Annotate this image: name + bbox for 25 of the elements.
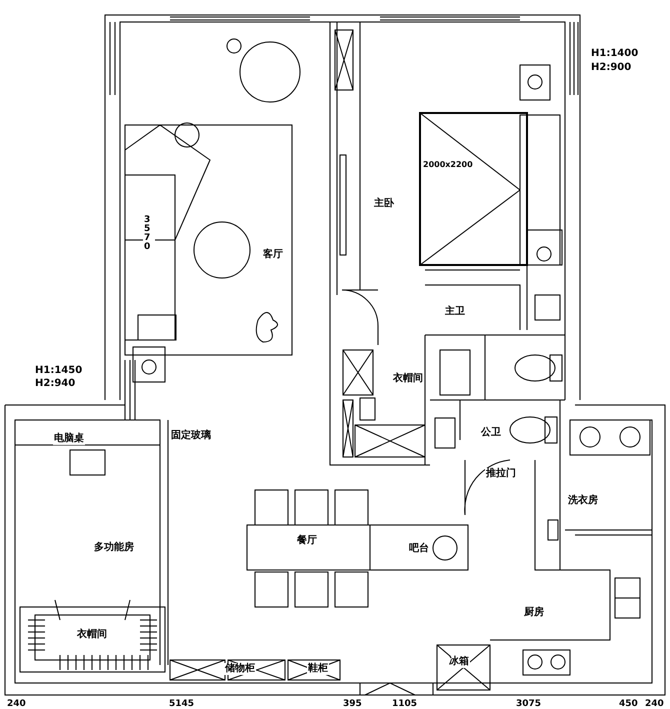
dimension-text: 2000x2200 bbox=[422, 160, 474, 170]
room-label: 餐厅 bbox=[296, 535, 318, 547]
room-label: 洗衣房 bbox=[567, 495, 599, 507]
room-label: 冰箱 bbox=[448, 656, 470, 668]
dimension-text: 395 bbox=[342, 699, 363, 709]
room-label: 储物柜 bbox=[224, 663, 256, 675]
room-label: 衣帽间 bbox=[76, 629, 108, 641]
room-label: 推拉门 bbox=[485, 468, 517, 480]
room-label: 主卧 bbox=[373, 198, 395, 210]
room-label: 公卫 bbox=[480, 427, 502, 439]
dimension-text: 240 bbox=[644, 699, 665, 709]
dimension-text: 450 bbox=[618, 699, 639, 709]
room-label: 厨房 bbox=[523, 607, 545, 619]
room-label: 电脑桌 bbox=[53, 433, 85, 445]
room-label: 吧台 bbox=[408, 543, 430, 555]
room-label: 主卫 bbox=[444, 306, 466, 318]
dimension-text: 3075 bbox=[515, 699, 542, 709]
dimension-text: 5145 bbox=[168, 699, 196, 709]
room-label: 鞋柜 bbox=[307, 663, 329, 675]
room-label: 多功能房 bbox=[93, 542, 135, 554]
room-label: 客厅 bbox=[262, 249, 284, 261]
room-label: 固定玻璃 bbox=[170, 430, 212, 442]
room-label: 衣帽间 bbox=[392, 373, 424, 385]
dimension-text: 1105 bbox=[391, 699, 418, 709]
dimension-text: 240 bbox=[6, 699, 27, 709]
